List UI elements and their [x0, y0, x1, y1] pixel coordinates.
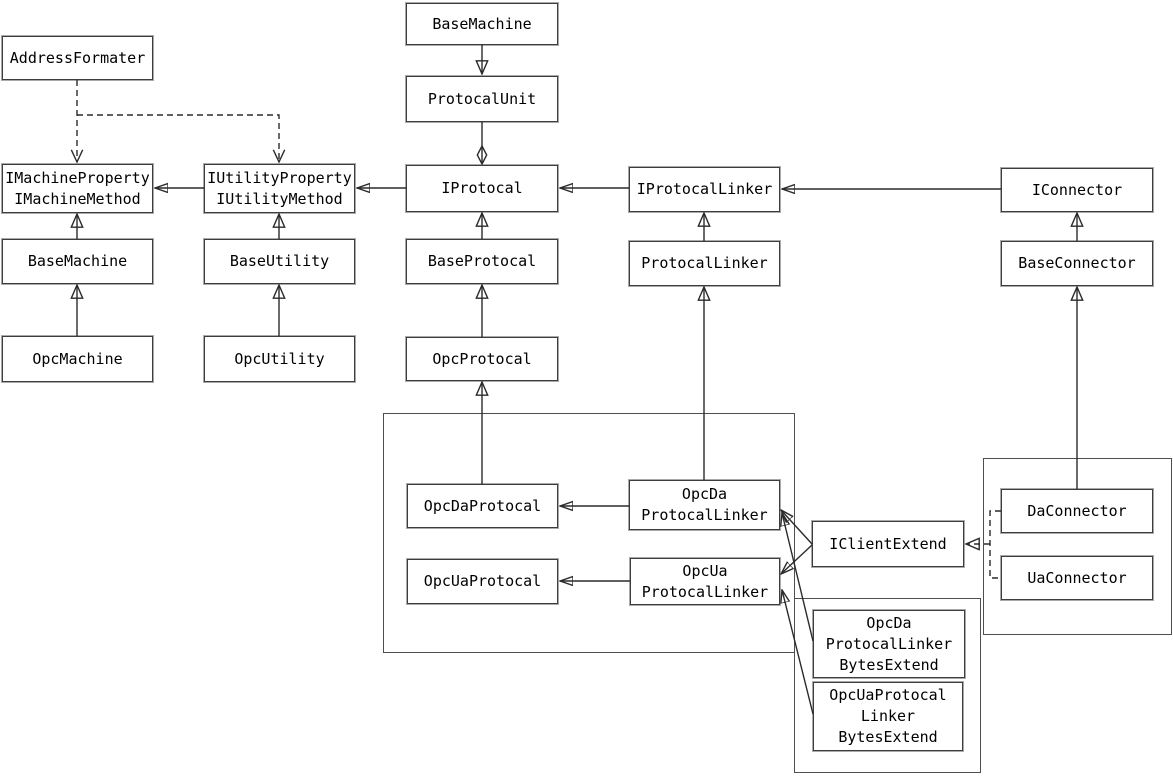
node-base-machine: BaseMachine: [2, 239, 153, 284]
node-opcua-protocal: OpcUaProtocal: [407, 559, 558, 604]
node-da-connector: DaConnector: [1001, 489, 1153, 533]
node-base-connector: BaseConnector: [1001, 241, 1153, 286]
node-opcua-protocal-linker: OpcUa ProtocalLinker: [630, 558, 780, 605]
node-protocal-linker: ProtocalLinker: [629, 241, 780, 286]
node-opc-protocal: OpcProtocal: [406, 337, 558, 381]
node-opcda-protocal: OpcDaProtocal: [407, 484, 558, 528]
node-base-machine-top: BaseMachine: [406, 3, 558, 45]
node-protocal-unit: ProtocalUnit: [406, 76, 558, 122]
node-opc-utility: OpcUtility: [204, 336, 355, 382]
node-iconnector: IConnector: [1001, 168, 1153, 212]
node-opcda-protocal-linker: OpcDa ProtocalLinker: [629, 480, 780, 530]
node-opc-machine: OpcMachine: [2, 336, 153, 382]
node-imachine-property-method: IMachineProperty IMachineMethod: [2, 164, 153, 213]
group-opc-protocal-linker: [383, 413, 795, 653]
node-opcda-linker-bytes-extend: OpcDa ProtocalLinker BytesExtend: [813, 610, 965, 678]
node-iprotocal-linker: IProtocalLinker: [629, 167, 780, 212]
node-base-protocal: BaseProtocal: [406, 239, 558, 284]
node-ua-connector: UaConnector: [1001, 556, 1153, 600]
node-iclient-extend: IClientExtend: [812, 521, 964, 567]
node-base-utility: BaseUtility: [204, 239, 355, 284]
edge-addressformater-iutility: [77, 114, 286, 164]
node-iutility-property-method: IUtilityProperty IUtilityMethod: [204, 164, 355, 213]
group-connectors: [983, 458, 1172, 635]
node-iprotocal: IProtocal: [406, 165, 558, 212]
node-address-formater: AddressFormater: [2, 36, 153, 80]
node-opcua-linker-bytes-extend: OpcUaProtocal Linker BytesExtend: [813, 682, 963, 751]
